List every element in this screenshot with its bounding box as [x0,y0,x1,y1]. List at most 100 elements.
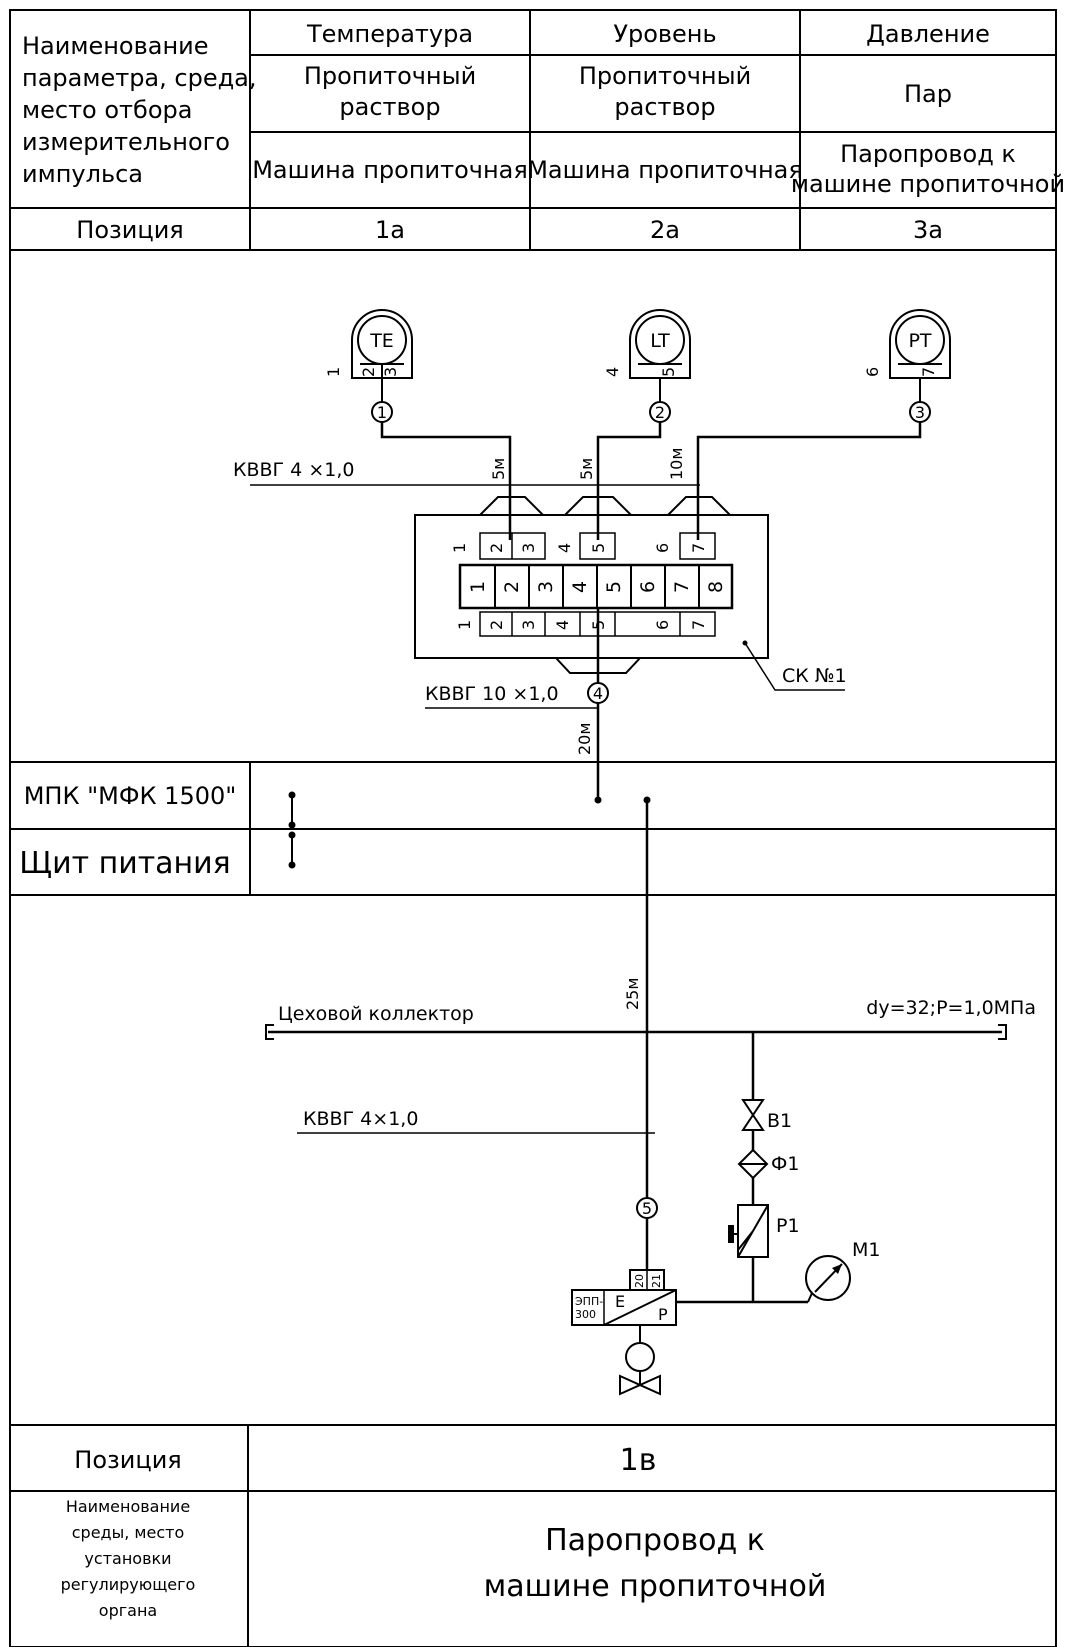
converter-p: P [658,1305,668,1324]
header-column-level: Уровень Пропиточный раствор Машина пропи… [527,20,803,244]
row-markers [288,791,296,869]
instrument-terminal: 7 [919,367,938,377]
cable-circle-number: 1 [377,403,387,422]
parameter-name: Давление [866,20,990,48]
terminal-label: 1 [467,581,489,593]
outer-terminal-label: 2 [487,543,506,553]
converter-e: E [615,1292,625,1311]
outer-terminal-label: 6 [653,620,672,630]
medium-line: Пропиточный [579,62,751,90]
footer-medium-line: Паропровод к [545,1523,765,1558]
cable-circle-number: 5 [642,1199,652,1218]
footer-table [10,1424,1056,1647]
cable-length: 5м [489,458,508,480]
collector-params: dy=32;P=1,0МПа [866,997,1036,1019]
location-line: машине пропиточной [791,170,1065,198]
row-label-line: параметра, среда, [22,64,257,92]
terminal-label: 4 [569,581,591,593]
instrument-lt: LT 4 5 2 [603,309,691,423]
row-label-line: Наименование [22,32,209,60]
terminal-label: 7 [671,581,693,593]
collector-label: Цеховой коллектор [278,1003,474,1025]
header-column-temperature: Температура Пропиточный раствор Машина п… [252,20,528,244]
medium-line: раствор [339,93,440,121]
box-leader [744,642,845,691]
lower-cable-label: КВВГ 4×1,0 [303,1108,418,1130]
cable-length: 5м [577,458,596,480]
footer-label-line: среды, место [72,1523,184,1542]
terminal-label: 3 [535,581,557,593]
control-valve-icon [619,1374,661,1396]
gauge-icon [805,1255,851,1301]
terminal-label: 5 [603,581,625,593]
row-label-line: место отбора [22,96,192,124]
instrument-tag: PT [908,330,931,352]
footer-label-line: установки [84,1549,171,1568]
footer-label-line: Наименование [66,1497,190,1516]
medium-line: раствор [614,93,715,121]
location-line: Машина пропиточная [252,156,528,184]
position-value: 1а [375,216,405,244]
footer-label-line: регулирующего [61,1575,196,1594]
outer-terminal-label: 5 [589,543,608,553]
row-label-line: импульса [22,160,143,188]
medium-line: Пропиточный [304,62,476,90]
middle-rows [10,761,1056,896]
footer-position-label: Позиция [74,1446,181,1474]
instrument-terminal: 5 [659,367,678,377]
cable-length: 10м [667,448,686,480]
cable-length: 25м [623,978,642,1010]
filter-label: Ф1 [771,1153,799,1175]
location-line: Машина пропиточная [527,156,803,184]
terminal-label: 2 [501,581,523,593]
parameter-name: Уровень [613,20,716,48]
parameter-name: Температура [306,20,473,48]
cable-length: 20м [575,723,594,755]
regulator-label: Р1 [776,1215,800,1237]
junction-box: СК №1 1 2 3 4 5 6 7 1 2 3 4 5 6 7 8 1 2 … [414,496,847,691]
instrument-terminal: 3 [381,367,400,377]
instrument-tag: LT [650,330,670,352]
header-column-pressure: Давление Пар Паропровод к машине пропито… [791,20,1065,244]
instrument-te: TE 1 2 3 1 [324,309,413,423]
outer-terminal-label: 1 [450,543,469,553]
instrument-cables [380,422,922,540]
instrument-number: 1 [324,367,343,377]
outer-terminal-label: 2 [487,620,506,630]
instrument-number: 6 [863,367,882,377]
header-row-label: Наименование параметра, среда, место отб… [22,32,257,244]
outer-terminal-label: 7 [689,620,708,630]
connection-dot [594,796,602,804]
row-label-line: измерительного [22,128,230,156]
cable-circle-number: 2 [655,403,665,422]
instrument-tag: TE [369,330,394,352]
footer-medium-line: машине пропиточной [484,1569,827,1604]
actuator-icon [625,1342,655,1372]
steam-collector: Цеховой коллектор dy=32;P=1,0МПа [265,997,1036,1040]
converter: 20 21 ЭПП- 300 E P [571,1269,677,1396]
box-cable-label: КВВГ 10 ×1,0 [425,683,559,705]
footer-label-line: органа [99,1601,157,1620]
outer-terminal-label: 3 [519,620,538,630]
terminal-label: 6 [637,581,659,593]
outer-terminal-label: 1 [455,620,474,630]
converter-terminal: 21 [650,1274,663,1288]
instrument-terminal: 2 [359,367,378,377]
box-output-cable: 4 КВВГ 10 ×1,0 20м [425,608,609,804]
instrument-pt: PT 6 7 3 [863,309,951,423]
valve-icon [741,1099,765,1131]
gauge-label: М1 [852,1239,880,1261]
field-cable: 25м КВВГ 4×1,0 5 [297,796,658,1270]
shield-label: Щит питания [19,846,230,881]
location-line: Паропровод к [840,140,1016,168]
pressure-gauge: М1 [676,1239,880,1304]
junction-box-name: СК №1 [782,665,847,687]
footer-position-value: 1в [620,1443,657,1478]
converter-model: ЭПП- [575,1295,603,1308]
top-cable-label: КВВГ 4 ×1,0 [233,459,354,481]
mpk-label: МПК "МФК 1500" [24,782,237,810]
position-label: Позиция [76,216,183,244]
terminal-label: 8 [705,581,727,593]
outer-terminal-label: 4 [553,620,572,630]
